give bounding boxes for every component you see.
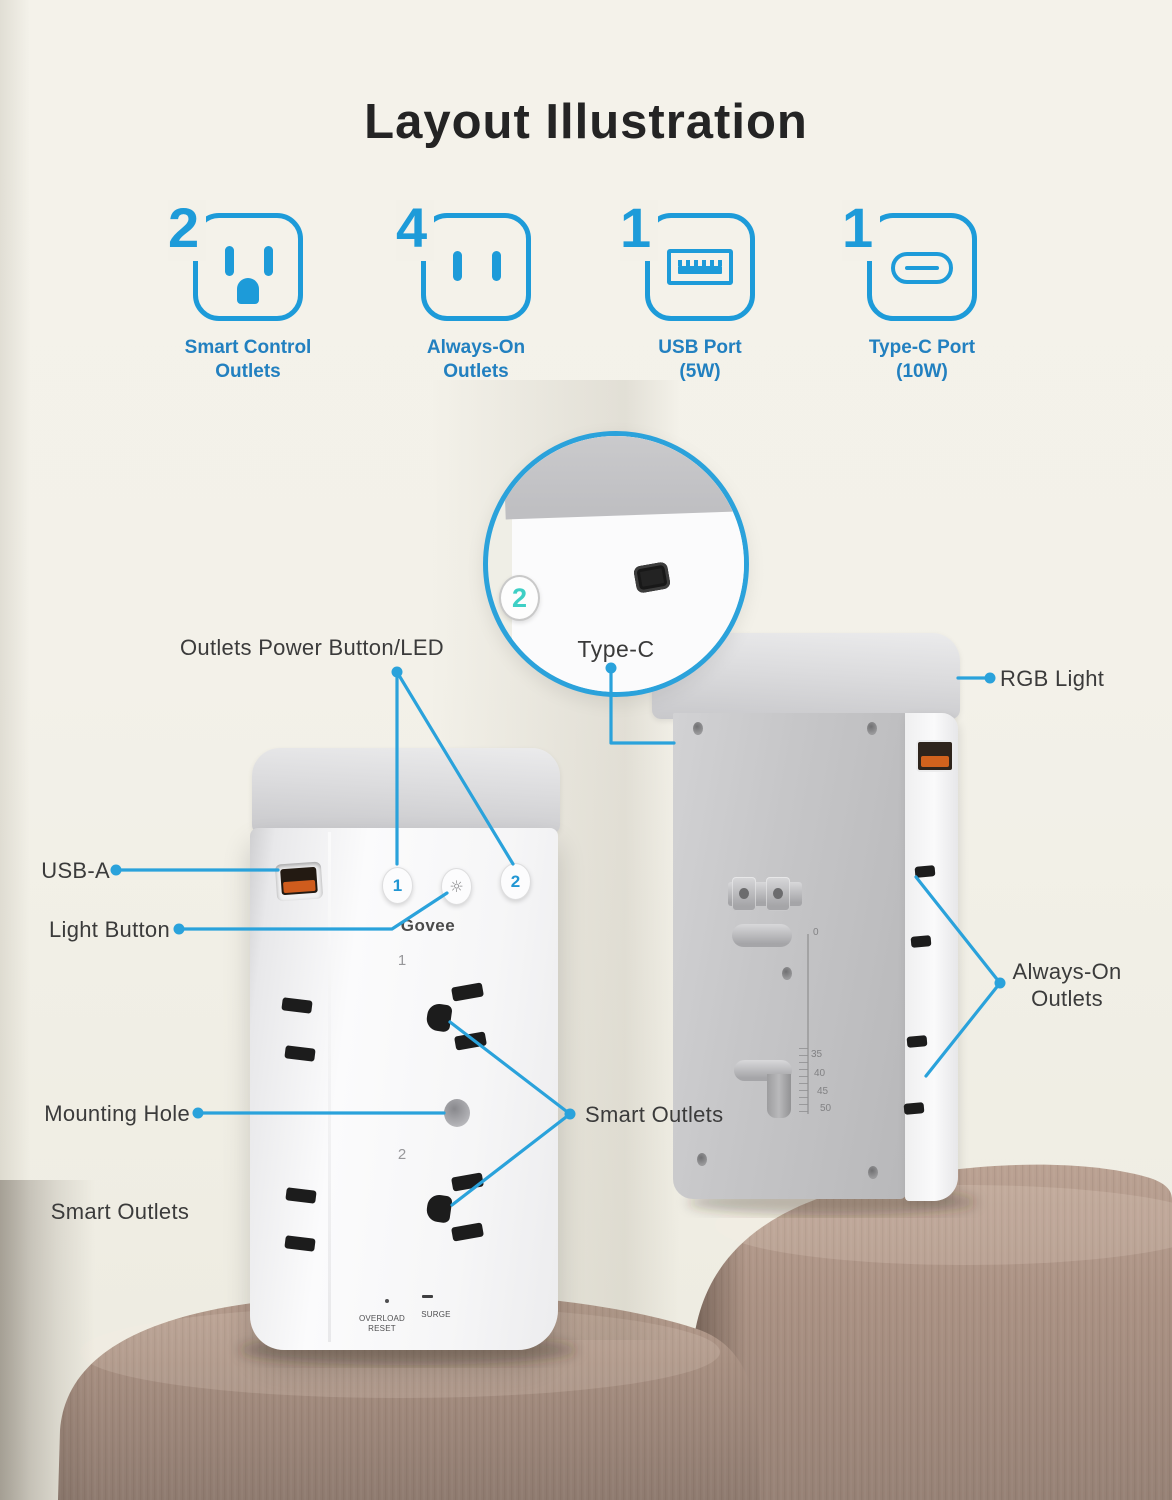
magnified-rgb-cap (502, 436, 744, 520)
callout-light-button: Light Button (48, 917, 170, 942)
feature-label: Smart Control Outlets (148, 336, 348, 384)
type-c-port-icon (867, 213, 977, 321)
surge-indicator-led (422, 1295, 433, 1298)
surge-label: SURGE (421, 1310, 451, 1319)
outlet1-number: 1 (397, 952, 407, 969)
wall-shade-bottom-left (0, 1180, 95, 1500)
callout-always-on-line2: Outlets (1031, 986, 1103, 1011)
callout-usb-a: USB-A (41, 858, 110, 883)
screw-icon (782, 967, 792, 980)
feature-smart-control-outlets: 2 Smart Control Outlets (158, 200, 338, 390)
device-body (250, 828, 558, 1350)
right-pedestal (687, 1164, 1172, 1500)
ground-pin-lower-leg (767, 1074, 791, 1118)
mounting-hole (444, 1099, 470, 1127)
outlet-slot (903, 1102, 925, 1115)
wall-shade-left (0, 0, 30, 1500)
screw-icon (693, 722, 703, 735)
rgb-light-cap (252, 748, 560, 834)
type-c-magnifier: 2 Type-C (483, 431, 749, 697)
outlet-slot (906, 1035, 928, 1048)
callout-smart-outlets-center: Smart Outlets (585, 1102, 724, 1127)
overload-indicator-led (385, 1299, 389, 1303)
usb-a-port (916, 740, 954, 772)
outlet2-power-button: 2 (500, 863, 531, 900)
scale-mark: 45 (817, 1086, 829, 1097)
feature-label-line1: Always-On (426, 337, 526, 358)
feature-always-on-outlets: 4 Always-On Outlets (386, 200, 566, 390)
type-c-label: Type-C (577, 636, 655, 662)
screw-icon (697, 1153, 707, 1166)
feature-label-line1: USB Port (658, 337, 742, 358)
scale-ticks (799, 1048, 808, 1116)
feature-usb-port: 1 USB Port (5W) (610, 200, 790, 390)
body-edge-highlight (328, 832, 331, 1342)
feature-type-c-port: 1 Type-C Port (10W) (832, 200, 1012, 390)
feature-label-line1: Smart Control (184, 337, 312, 358)
feature-label-line1: Type-C Port (868, 337, 976, 358)
overload-reset-label: OVERLOAD RESET (350, 1314, 414, 1335)
feature-label-line2: Outlets (215, 360, 281, 382)
magnified-device-corner (502, 436, 744, 692)
feature-label-line2: (10W) (896, 360, 948, 382)
screw-icon (867, 722, 877, 735)
ground-pin (732, 924, 792, 947)
plug-blade (766, 877, 790, 911)
outlet1-power-button: 1 (382, 867, 413, 904)
scale-mark: 50 (820, 1103, 832, 1114)
outlet2-number: 2 (397, 1146, 407, 1163)
feature-label: Type-C Port (10W) (822, 336, 1022, 384)
scale-line (807, 934, 809, 1114)
outlet-two-slot-icon (421, 213, 531, 321)
usb-a-port-icon (645, 213, 755, 321)
overload-line1: OVERLOAD (358, 1314, 406, 1323)
scale-mark: 35 (811, 1049, 823, 1060)
callout-power-led: Outlets Power Button/LED (180, 635, 444, 660)
badge-2: 2 (499, 575, 540, 621)
feature-label-line2: Outlets (443, 360, 509, 382)
callout-smart-outlets-left: Smart Outlets (50, 1199, 190, 1224)
callout-always-on-line1: Always-On (1012, 959, 1122, 984)
callout-mounting-hole: Mounting Hole (44, 1101, 190, 1126)
outlet-slot (914, 865, 936, 878)
outlet-slot (910, 935, 932, 948)
usb-a-port (274, 861, 324, 902)
left-pedestal (58, 1292, 760, 1500)
feature-label-line2: (5W) (679, 360, 721, 382)
light-button: ☼ (441, 868, 472, 905)
scale-mark: 0 (813, 927, 819, 938)
feature-label: USB Port (5W) (600, 336, 800, 384)
device-front-view: 1 ☼ 2 Govee 1 2 OVERLOAD RESET SURGE (246, 746, 566, 1350)
side-face (905, 713, 958, 1201)
scale-mark: 40 (814, 1068, 826, 1079)
outlet-grounded-icon (193, 213, 303, 321)
plug-blade (732, 877, 756, 911)
screw-icon (868, 1166, 878, 1179)
overload-line2: RESET (368, 1324, 396, 1334)
callout-rgb-light: RGB Light (1000, 666, 1105, 691)
brand-logo: Govee (400, 916, 456, 935)
callout-always-on: Always-On Outlets (1002, 958, 1132, 1012)
back-panel (673, 713, 906, 1199)
feature-label: Always-On Outlets (376, 336, 576, 384)
feature-count: 1 (620, 200, 659, 261)
feature-count: 4 (396, 200, 435, 261)
page-title: Layout Illustration (364, 95, 808, 149)
feature-count: 2 (168, 200, 207, 261)
feature-count: 1 (842, 200, 881, 261)
